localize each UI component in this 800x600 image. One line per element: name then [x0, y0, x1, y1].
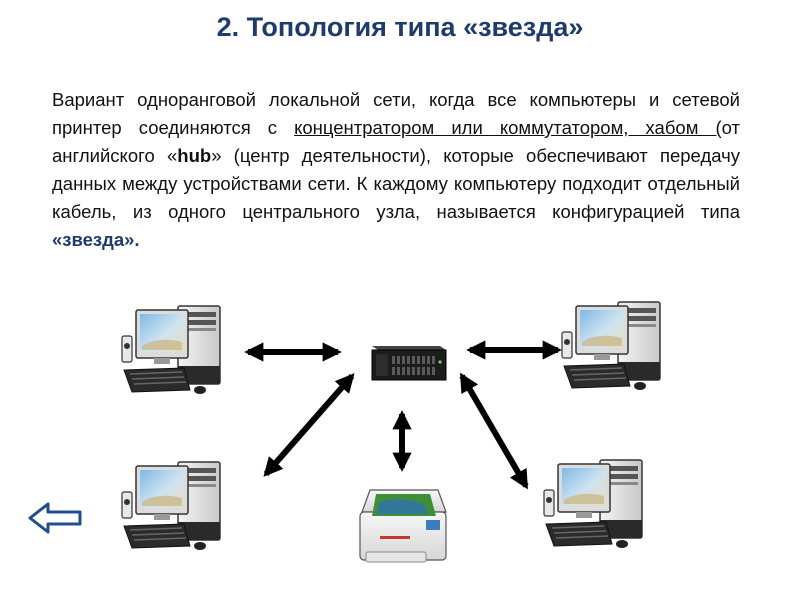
- computer-icon: [543, 459, 643, 549]
- connection-arrow: [459, 372, 529, 490]
- left-arrow-icon[interactable]: [28, 500, 84, 536]
- connection-arrows: [244, 340, 562, 490]
- description-paragraph: Вариант одноранговой локальной сети, ког…: [52, 86, 740, 254]
- paragraph-text-2: от английского «: [52, 117, 740, 166]
- page-title: 2. Топология типа «звезда»: [216, 12, 584, 42]
- computer-icon: [121, 305, 221, 395]
- star-topology-diagram: [121, 301, 661, 563]
- computer-icon: [561, 301, 661, 391]
- paragraph-emphasis: «звезда».: [52, 229, 140, 250]
- paragraph-text-3: » (центр деятельности), которые обеспечи…: [52, 145, 741, 222]
- paragraph-text-1: Вариант одноранговой локальной сети, ког…: [52, 89, 740, 138]
- paragraph-hub-word: hub: [177, 145, 212, 166]
- paragraph-underlined-text: концентратором или коммутатором, хабом (: [294, 117, 722, 138]
- computer-icon: [121, 461, 221, 551]
- connection-arrow: [263, 373, 355, 477]
- network-printer-icon: [359, 489, 447, 563]
- hub-switch-icon: [371, 346, 447, 381]
